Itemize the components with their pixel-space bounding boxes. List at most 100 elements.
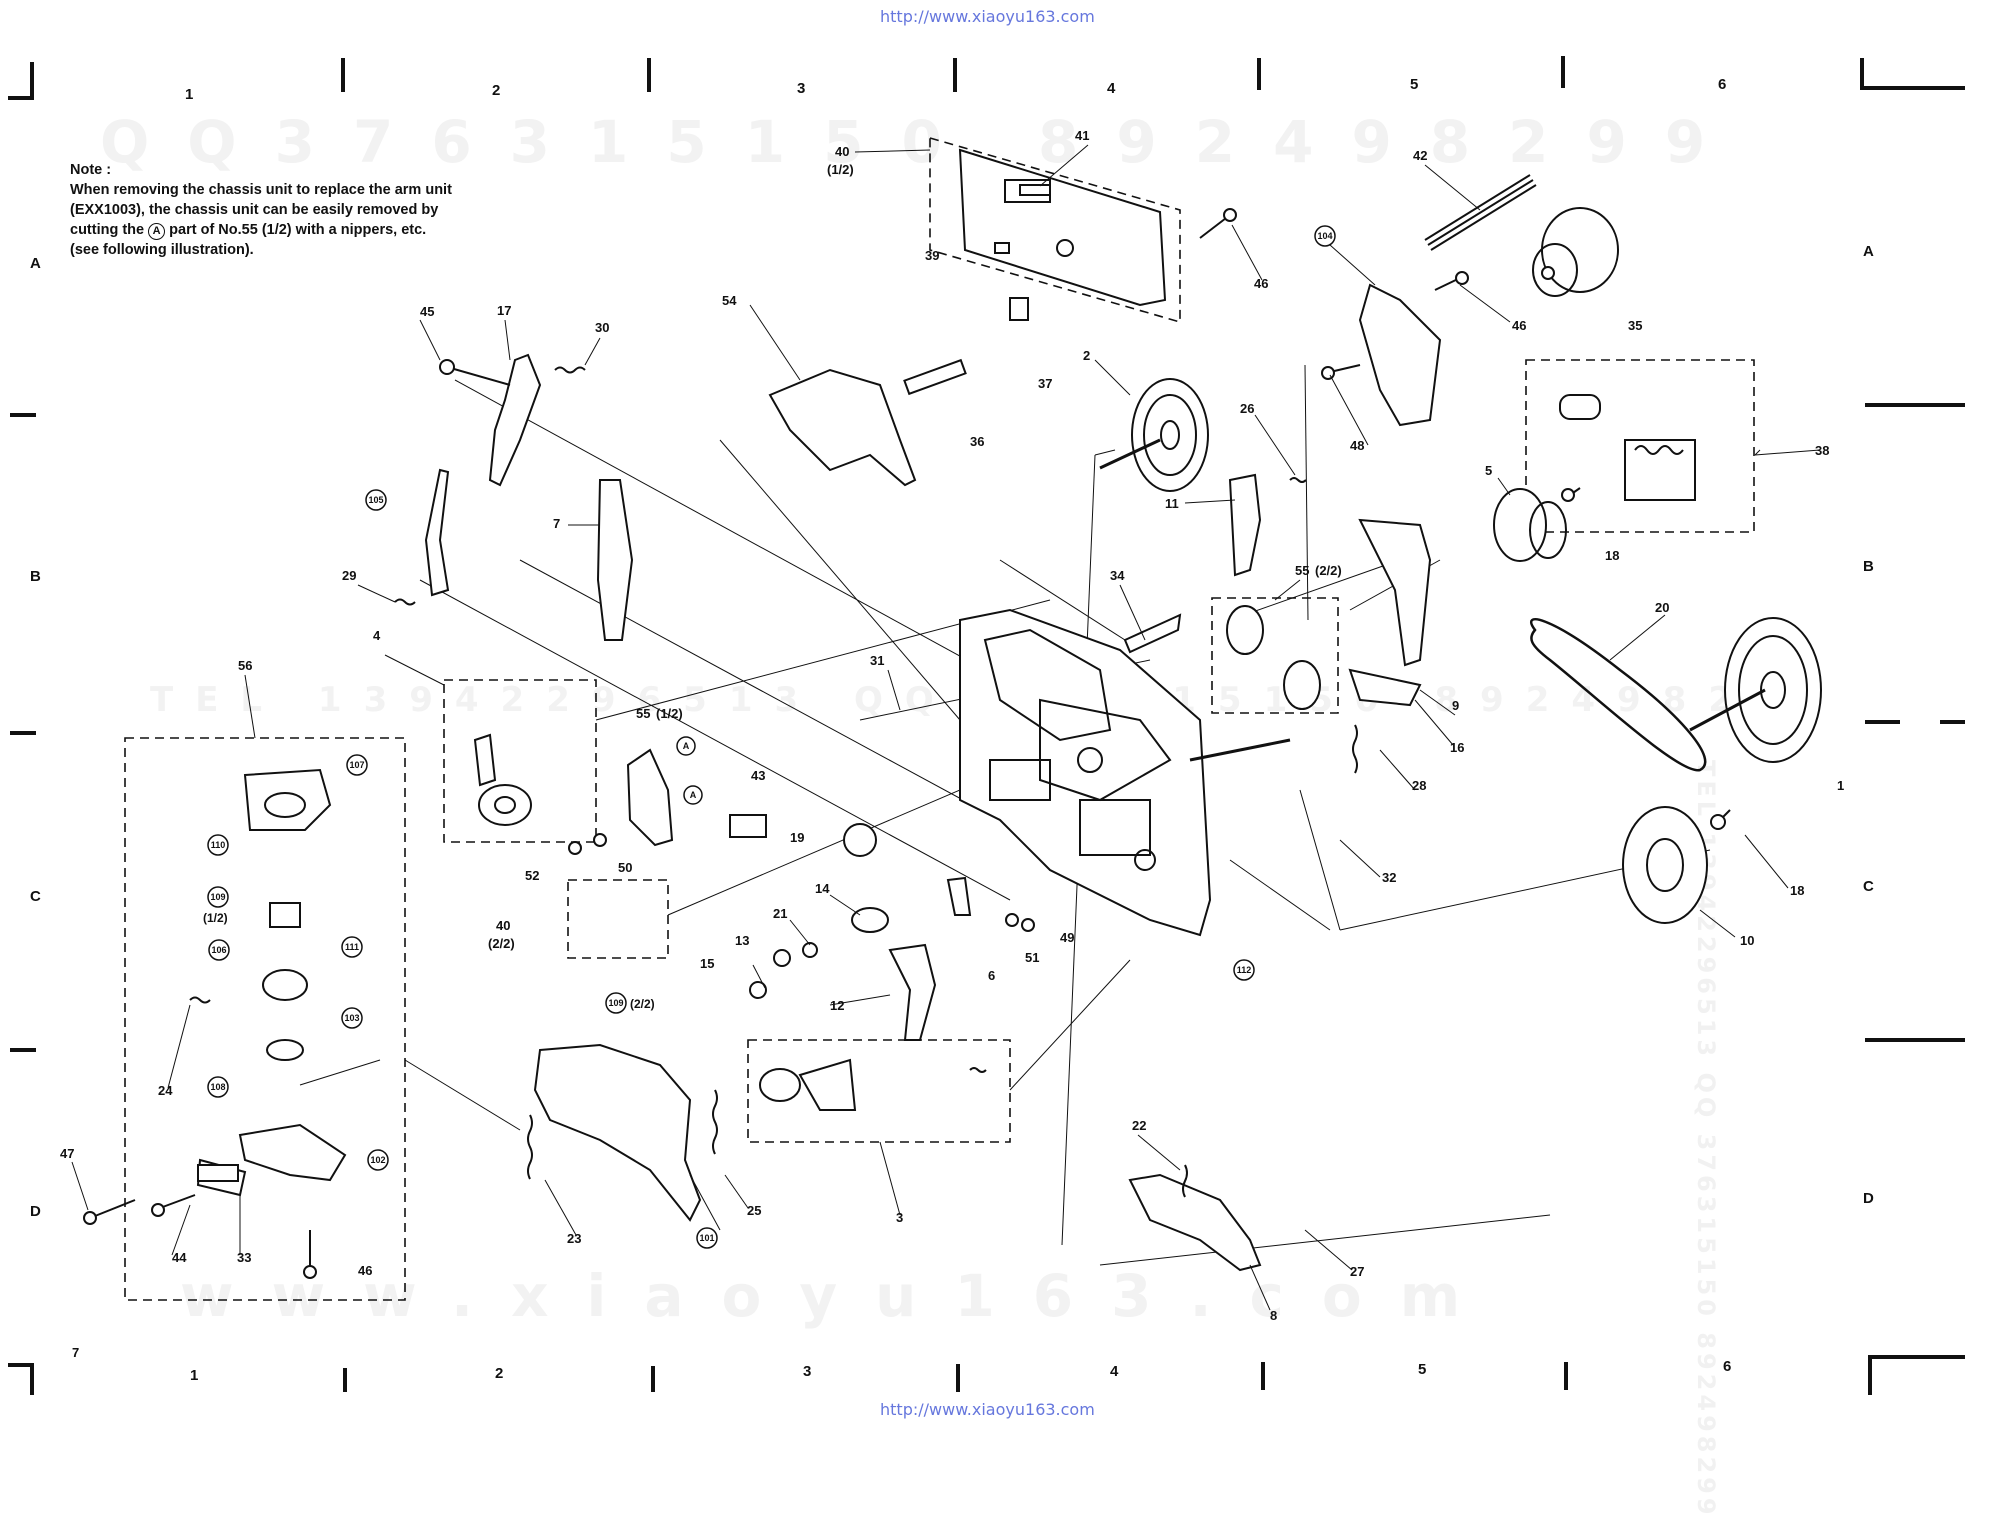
label-109a-frac: (1/2) [203,911,228,925]
cap-39 [994,242,1010,254]
screws [83,208,1731,1279]
label-23: 23 [567,1231,581,1246]
corner-top-left [8,62,34,100]
label-109b: 109 [608,998,623,1008]
label-40a-frac: (1/2) [827,162,854,177]
label-18a: 18 [1605,548,1619,563]
label-7: 7 [553,516,560,531]
label-10: 10 [1740,933,1754,948]
label-55b: 55 [1295,563,1309,578]
corner-bottom-right [1868,1355,1965,1395]
label-30: 30 [595,320,609,335]
label-11: 11 [1165,496,1179,511]
col-label-top-4: 4 [1107,80,1116,97]
row-label-right-a: A [1863,243,1874,260]
screw-48 [1329,364,1361,373]
note-block: Note : When removing the chassis unit to… [70,160,510,260]
col-label-bottom-2: 2 [495,1365,504,1382]
part-41 [1019,184,1051,196]
label-55a-frac: (1/2) [656,706,683,721]
label-104: 104 [1317,231,1332,241]
latch-37 [1009,297,1029,321]
box-part-40-1 [929,136,1181,324]
label-leaders [71,144,1821,1311]
label-40a: 40 [835,144,849,159]
washer-52 [568,841,582,855]
screw-44 [159,1194,196,1209]
spring-3 [969,1067,987,1073]
label-16: 16 [1450,740,1464,755]
col-label-top-3: 3 [797,80,806,97]
spring-24 [189,996,211,1004]
label-50: 50 [618,860,632,875]
label-14: 14 [815,881,830,896]
note-circled-a: A [148,223,166,240]
row-label-right-c: C [1863,878,1874,895]
small-parts [197,184,1432,1182]
page-corner-number: 7 [72,1345,80,1360]
exploded-view-diagram: 1 2 3 4 5 6 7 8 9 10 11 12 13 14 15 16 1… [8,56,1965,1395]
header-url[interactable]: http://www.xiaoyu163.com [880,7,1095,26]
footer-url[interactable]: http://www.xiaoyu163.com [880,1400,1095,1419]
label-22: 22 [1132,1118,1146,1133]
label-34: 34 [1110,568,1125,583]
part-labels: 1 2 3 4 5 6 7 8 9 10 11 12 13 14 15 16 1… [60,128,1844,1323]
lever-17 [488,353,542,487]
washer-13 [773,949,791,967]
box-part-56 [124,737,406,1301]
reel-gear-1 [1689,617,1822,763]
label-55b-frac: (2/2) [1315,563,1342,578]
label-17: 17 [497,303,511,318]
arm-54 [768,368,917,487]
screw-47 [89,1199,136,1219]
group-boxes [124,136,1755,1301]
washer-50 [593,833,607,847]
row-label-left-a: A [30,255,41,272]
reel-gear-2 [1099,378,1209,492]
label-108: 108 [210,1082,225,1092]
circled-labels [207,225,1336,1249]
label-3: 3 [896,1210,903,1225]
label-55a: 55 [636,706,650,721]
label-28: 28 [1412,778,1426,793]
watermark-bottom: www.xiaoyu163.com [180,1262,1499,1330]
washer-15 [749,981,767,999]
col-label-bottom-4: 4 [1110,1363,1119,1380]
label-38: 38 [1815,443,1829,458]
box-part-40-2 [567,879,669,959]
label-43: 43 [751,768,765,783]
label-46c: 46 [358,1263,372,1278]
col-label-bottom-6: 6 [1723,1358,1732,1375]
label-54: 54 [722,293,737,308]
col-label-bottom-3: 3 [803,1363,812,1380]
label-42: 42 [1413,148,1427,163]
col-label-top-5: 5 [1410,76,1419,93]
gear-10 [1622,806,1708,924]
label-33: 33 [237,1250,251,1265]
washer-49 [1021,918,1035,932]
col-label-top-6: 6 [1718,76,1727,93]
corner-top-right [1860,58,1965,90]
label-27: 27 [1350,1264,1364,1279]
label-1: 1 [1837,778,1844,793]
label-9: 9 [1452,698,1459,713]
label-25: 25 [747,1203,761,1218]
label-35: 35 [1628,318,1642,333]
circled-label-text: 101 102 103 104 105 106 107 108 109 109 … [210,231,1332,1243]
note-line-3-post: part of No.55 (1/2) with a nippers, etc. [165,222,427,238]
plate-7 [596,479,634,641]
gear-55-2 [1226,605,1321,710]
assembly-3 [759,1058,857,1111]
box-part-55-2 [1211,597,1339,714]
label-15: 15 [700,956,714,971]
lever-6 [946,876,972,916]
col-label-bottom-5: 5 [1418,1361,1427,1378]
note-line-3: cutting the A part of No.55 (1/2) with a… [70,220,510,240]
spring-26 [1289,477,1307,483]
label-39: 39 [925,248,939,263]
spring-25 [712,1089,718,1155]
label-24: 24 [158,1083,173,1098]
bracket-55-1 [626,748,674,847]
label-37: 37 [1038,376,1052,391]
label-105: 105 [368,495,383,505]
